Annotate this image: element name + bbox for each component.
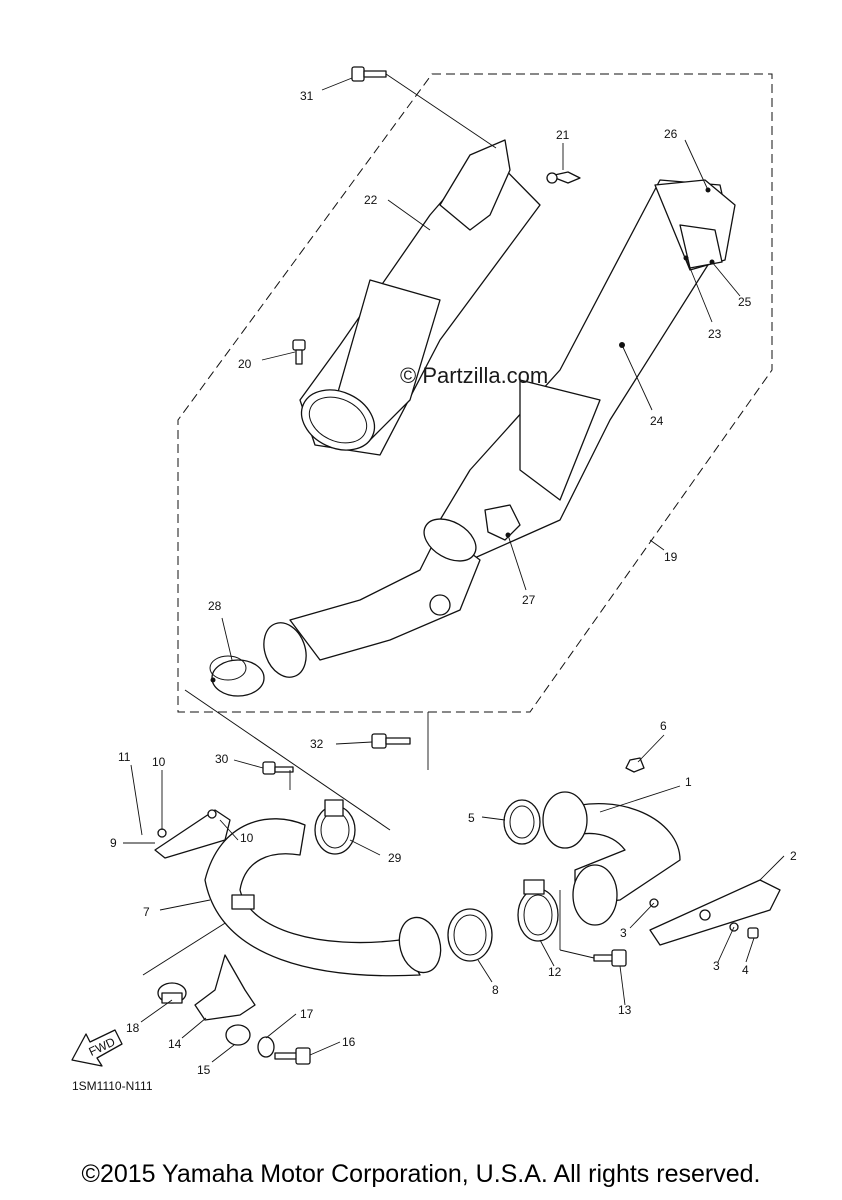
copyright-notice: ©2015 Yamaha Motor Corporation, U.S.A. A… bbox=[81, 1160, 761, 1188]
bolt-32 bbox=[371, 733, 411, 749]
callout-13: 13 bbox=[618, 1003, 632, 1017]
callout-6: 6 bbox=[660, 719, 667, 733]
callout-26: 26 bbox=[664, 127, 678, 141]
callout-31: 31 bbox=[300, 89, 314, 103]
callout-12: 12 bbox=[548, 965, 562, 979]
callout-27: 27 bbox=[522, 593, 536, 607]
exhaust-parts-diagram: FWD bbox=[71, 66, 797, 1093]
fwd-arrow-icon: FWD bbox=[71, 1029, 123, 1067]
header-pipe-1 bbox=[542, 791, 681, 926]
gasket-5 bbox=[503, 799, 541, 845]
leader-dot-27 bbox=[505, 532, 511, 538]
callout-23: 23 bbox=[708, 327, 722, 341]
callout-10a: 10 bbox=[152, 755, 166, 769]
protector-9 bbox=[154, 809, 231, 859]
front-bracket-line bbox=[142, 919, 231, 976]
callout-15: 15 bbox=[197, 1063, 211, 1077]
bolt-16 bbox=[274, 1047, 311, 1065]
bolt-30 bbox=[262, 761, 294, 775]
rivet-21 bbox=[546, 171, 581, 184]
leader-dot-25 bbox=[709, 259, 715, 265]
header-pipe-7 bbox=[204, 818, 442, 977]
callout-1: 1 bbox=[685, 775, 692, 789]
bolt-31 bbox=[351, 66, 387, 82]
callout-3a: 3 bbox=[620, 926, 627, 940]
leader-dot-26 bbox=[705, 187, 711, 193]
callout-20: 20 bbox=[238, 357, 252, 371]
gasket-8 bbox=[447, 908, 493, 962]
callout-7: 7 bbox=[143, 905, 150, 919]
bracket-14 bbox=[194, 954, 256, 1021]
callout-17: 17 bbox=[300, 1007, 314, 1021]
plate-27 bbox=[484, 504, 521, 541]
callout-3b: 3 bbox=[713, 959, 720, 973]
callout-11: 11 bbox=[118, 750, 131, 764]
callout-2: 2 bbox=[790, 849, 797, 863]
callout-28: 28 bbox=[208, 599, 222, 613]
washer-17 bbox=[257, 1036, 275, 1058]
leader-dot-28 bbox=[210, 677, 216, 683]
callout-5: 5 bbox=[468, 811, 475, 825]
muffler-assembly-boundary bbox=[177, 73, 773, 713]
callout-19: 19 bbox=[664, 550, 678, 564]
callout-24: 24 bbox=[650, 414, 664, 428]
callout-9: 9 bbox=[110, 836, 117, 850]
callout-18: 18 bbox=[126, 1021, 140, 1035]
damper-18 bbox=[157, 982, 187, 1004]
bolt-20 bbox=[292, 339, 306, 365]
header-group-bracket bbox=[184, 689, 391, 831]
link-pipe bbox=[263, 518, 481, 678]
clamp-12 bbox=[517, 879, 559, 942]
heat-shield-22 bbox=[299, 139, 541, 456]
callout-8: 8 bbox=[492, 983, 499, 997]
callout-25: 25 bbox=[738, 295, 752, 309]
callouts: 1 2 3 3 4 5 6 7 8 9 10 10 11 12 13 14 15… bbox=[110, 89, 797, 1077]
diagram-code: 1SM1110-N111 bbox=[72, 1079, 153, 1093]
callout-29: 29 bbox=[388, 851, 402, 865]
leader-dot-23 bbox=[683, 255, 689, 261]
screw-4 bbox=[747, 927, 759, 939]
callout-22: 22 bbox=[364, 193, 378, 207]
leader-dot-24 bbox=[619, 342, 625, 348]
collar-15 bbox=[225, 1024, 251, 1046]
callout-30: 30 bbox=[215, 752, 229, 766]
callout-4: 4 bbox=[742, 963, 749, 977]
protector-2 bbox=[649, 879, 781, 946]
bolt-13 bbox=[593, 949, 627, 967]
leader-lines bbox=[123, 73, 785, 1063]
callout-21: 21 bbox=[556, 128, 570, 142]
callout-32: 32 bbox=[310, 737, 324, 751]
watermark: © Partzilla.com bbox=[400, 363, 548, 388]
callout-14: 14 bbox=[168, 1037, 182, 1051]
muffler-body-24 bbox=[439, 179, 736, 561]
callout-16: 16 bbox=[342, 1035, 356, 1049]
clamp-29 bbox=[314, 799, 356, 855]
callout-10b: 10 bbox=[240, 831, 254, 845]
nut-6 bbox=[625, 757, 645, 773]
gasket-28 bbox=[209, 655, 265, 697]
